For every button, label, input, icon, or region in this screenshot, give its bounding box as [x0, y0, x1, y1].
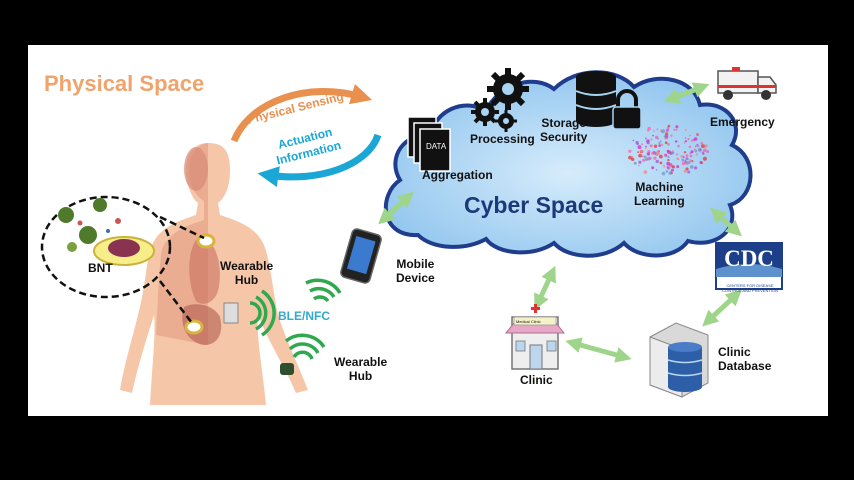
- storage-security-label: Storage Security: [540, 116, 587, 144]
- cdc-logo-text: CDC: [724, 246, 774, 271]
- data-tag-label: DATA: [426, 142, 447, 151]
- bnt-zoom-callout: [40, 195, 205, 324]
- clinic-sign-text: Medical Clinic: [516, 319, 541, 324]
- wearable-hub-body-label: Wearable Hub: [220, 259, 273, 287]
- cdc-subtitle: CENTERS FOR DISEASE CONTROL AND PREVENTI…: [722, 283, 778, 293]
- link-arrows: [378, 82, 742, 363]
- wireless-signal-icon-body: [249, 289, 276, 337]
- mobile-label-line2: Device: [396, 271, 435, 285]
- wearable-hub-wrist-line1: Wearable: [334, 355, 388, 369]
- machine-learning-label: Machine Learning: [634, 180, 685, 208]
- clinic-database-label: Clinic Database: [718, 345, 771, 373]
- slide: Physical Space Cyber Space Physical Sens…: [28, 45, 828, 416]
- processing-label: Processing: [470, 132, 535, 146]
- wearable-hub-body-line2: Hub: [234, 273, 259, 287]
- ml-label-line2: Learning: [634, 194, 685, 208]
- clinic-label: Clinic: [520, 373, 553, 387]
- diagram-canvas: [40, 67, 783, 405]
- cyber-space-title: Cyber Space: [464, 192, 604, 218]
- cdc-logo: [715, 242, 783, 290]
- sensing-arrow: [230, 83, 373, 143]
- wireless-signal-icon-mobile: [305, 278, 342, 303]
- aggregation-icon: [407, 116, 451, 172]
- physical-space-title: Physical Space: [44, 71, 205, 96]
- emergency-label: Emergency: [710, 115, 775, 129]
- mobile-device-label: Mobile Device: [396, 257, 435, 285]
- gears-icon: [471, 68, 529, 132]
- database-lock-icon: [575, 71, 642, 130]
- wearable-hub-wrist-line2: Hub: [348, 369, 373, 383]
- wireless-signal-icon-wrist: [284, 333, 326, 360]
- clinic-building-icon: [504, 304, 566, 370]
- ambulance-icon: [717, 67, 777, 100]
- wearable-hub-body-line1: Wearable: [220, 259, 274, 273]
- machine-learning-network-icon: [628, 124, 710, 176]
- storage-label-line2: Security: [540, 130, 588, 144]
- storage-label-line1: Storage: [541, 116, 587, 130]
- ml-label-line1: Machine: [635, 180, 684, 194]
- mobile-device-icon: [340, 228, 382, 284]
- bnt-label: BNT: [88, 261, 113, 275]
- ble-nfc-label: BLE/NFC: [278, 309, 330, 323]
- clinic-db-line1: Clinic: [718, 345, 751, 359]
- mobile-label-line1: Mobile: [396, 257, 435, 271]
- clinic-database-icon: [649, 322, 709, 398]
- wearable-hub-wrist-label: Wearable Hub: [334, 355, 387, 383]
- actuation-arrow: [257, 133, 382, 187]
- clinic-db-line2: Database: [718, 359, 772, 373]
- human-body: [120, 143, 308, 405]
- aggregation-label: Aggregation: [422, 168, 493, 182]
